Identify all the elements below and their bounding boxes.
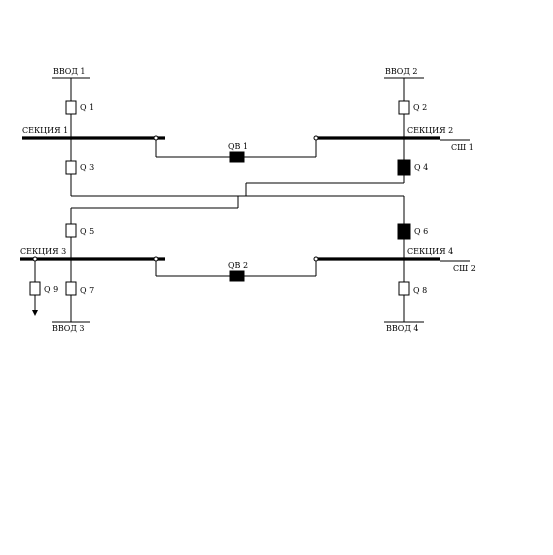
switch-q3[interactable] <box>65 160 77 175</box>
qb2-node-left <box>153 256 159 262</box>
qb1-node-right <box>313 135 319 141</box>
q9-arrow-icon <box>32 310 38 316</box>
switch-q9[interactable] <box>29 281 41 296</box>
switch-q8-label: Q 8 <box>413 286 427 295</box>
section-2-label: СЕКЦИЯ 2 <box>407 126 453 135</box>
section-4-label: СЕКЦИЯ 4 <box>407 247 453 256</box>
switch-q2-label: Q 2 <box>413 103 427 112</box>
switch-q6-label: Q 6 <box>414 227 428 236</box>
q9-node <box>32 256 38 262</box>
section-3-label: СЕКЦИЯ 3 <box>20 247 66 256</box>
switch-q8[interactable] <box>398 281 410 296</box>
switch-qb2[interactable] <box>229 270 245 282</box>
switch-qb2-label: QB 2 <box>228 261 248 270</box>
feed-2-label: ВВОД 2 <box>385 67 417 76</box>
bus-sh2-label: СШ 2 <box>453 264 476 273</box>
switch-q1[interactable] <box>65 100 77 115</box>
switch-q5[interactable] <box>65 223 77 238</box>
switch-q4-label: Q 4 <box>414 163 428 172</box>
bus-sh1-label: СШ 1 <box>451 143 474 152</box>
switch-q4[interactable] <box>397 159 411 176</box>
switch-q6[interactable] <box>397 223 411 240</box>
switch-q1-label: Q 1 <box>80 103 94 112</box>
switch-q3-label: Q 3 <box>80 163 94 172</box>
feed-1-label: ВВОД 1 <box>53 67 85 76</box>
switch-q7[interactable] <box>65 281 77 296</box>
feed-3-label: ВВОД 3 <box>52 324 84 333</box>
qb1-node-left <box>153 135 159 141</box>
switch-q5-label: Q 5 <box>80 227 94 236</box>
switch-qb1[interactable] <box>229 151 245 163</box>
section-1-label: СЕКЦИЯ 1 <box>22 126 68 135</box>
qb2-node-right <box>313 256 319 262</box>
switch-q9-label: Q 9 <box>44 285 58 294</box>
switch-q2[interactable] <box>398 100 410 115</box>
switch-q7-label: Q 7 <box>80 286 94 295</box>
switch-qb1-label: QB 1 <box>228 142 248 151</box>
feed-4-label: ВВОД 4 <box>386 324 418 333</box>
